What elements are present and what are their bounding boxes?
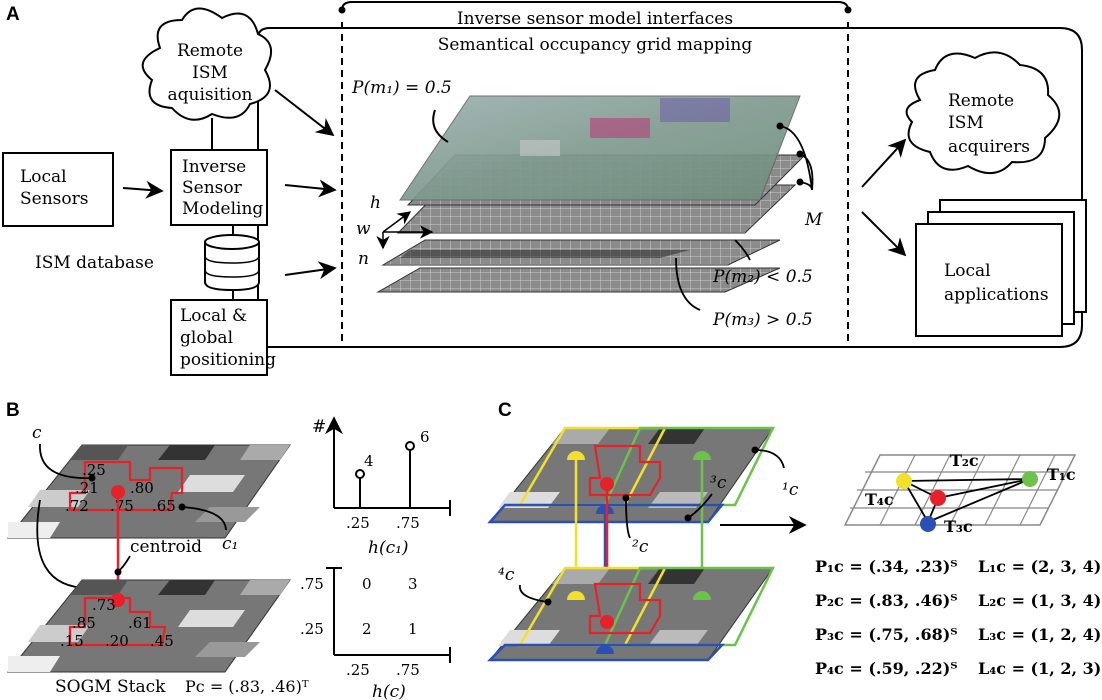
svg-text:.85: .85 [72,614,96,632]
svg-text:Local &: Local & [180,306,247,326]
grid-layers [376,95,807,293]
svg-text:Modeling: Modeling [182,199,263,219]
c1-label: c₁ [222,534,238,554]
c1-top-label: ¹c [782,480,799,500]
svg-text:M: M [804,210,823,230]
svg-text:.73: .73 [92,596,116,614]
database-icon [204,225,260,300]
svg-text:.75: .75 [396,661,420,679]
c4-label: ⁴c [498,565,515,585]
svg-text:.25: .25 [300,620,324,638]
svg-text:L₄c = (1, 2, 3): L₄c = (1, 2, 3) [978,659,1101,678]
label-list: L₁c = (2, 3, 4) L₂c = (1, 3, 4) L₃c = (1… [978,557,1101,678]
centroid-list: P₁c = (.34, .23)ᵀ P₂c = (.83, .46)ᵀ P₃c … [815,557,958,678]
centroid-label: centroid [130,537,202,557]
panel-b-label: B [6,400,20,421]
svg-text:.75: .75 [300,575,324,593]
svg-text:.25: .25 [346,514,370,532]
svg-text:L₂c = (1, 3, 4): L₂c = (1, 3, 4) [978,591,1101,610]
svg-text:acquirers: acquirers [948,137,1030,157]
svg-text:global: global [180,328,233,348]
svg-text:T₂c: T₂c [950,451,979,470]
svg-text:L₃c = (1, 2, 4): L₃c = (1, 2, 4) [978,625,1101,644]
m-braces: M [776,122,823,230]
panel-c-label: C [498,400,512,421]
svg-text:Sensor: Sensor [182,178,243,198]
remote-ism-aquisition-cloud: Remote ISM aquisition [141,7,273,121]
svg-text:0: 0 [362,575,372,593]
svg-text:#: # [312,417,326,437]
local-sensors-box: Local Sensors [2,152,114,227]
svg-text:Inverse: Inverse [182,157,246,177]
svg-text:applications: applications [944,285,1049,305]
local-applications-box: Local applications [915,199,1087,337]
p-m2-label: P(m₂) < 0.5 [712,267,813,287]
svg-text:P₄c = (.59, .22)ᵀ: P₄c = (.59, .22)ᵀ [815,659,958,678]
n-label: n [358,249,369,269]
pc-value: Pc = (.83, .46)ᵀ [185,677,309,696]
histogram: # 4 6 .25 .75 h(c₁) [312,416,451,558]
svg-text:T₄c: T₄c [865,490,894,509]
mapping-label: Semantical occupancy grid mapping [438,35,753,55]
svg-text:.61: .61 [128,614,152,632]
svg-text:.45: .45 [150,632,174,650]
svg-text:.20: .20 [105,632,129,650]
svg-text:T₁c: T₁c [1047,465,1076,484]
c3-label: ³c [710,473,727,493]
svg-text:.25: .25 [82,461,106,479]
svg-text:3: 3 [408,575,418,593]
svg-text:ISM: ISM [948,113,984,133]
svg-text:Local: Local [944,261,991,281]
remote-ism-acquirers-cloud: Remote ISM acquirers [905,51,1061,174]
svg-text:P₃c = (.75, .68)ᵀ: P₃c = (.75, .68)ᵀ [815,625,958,644]
interface-bracket [341,1,849,11]
interfaces-label: Inverse sensor model interfaces [457,9,733,29]
svg-text:1: 1 [408,620,418,638]
inverse-sensor-modeling-box: Inverse Sensor Modeling [170,149,268,226]
svg-text:positioning: positioning [180,350,276,370]
c-label: c [32,423,42,443]
svg-text:h(c₁): h(c₁) [368,538,409,558]
h-label: h [370,193,381,213]
positioning-box: Local & global positioning [170,299,276,376]
ism-database-label: ISM database [35,253,154,273]
svg-text:.25: .25 [346,661,370,679]
sogm-top-layer [6,444,291,539]
svg-text:.65: .65 [152,497,176,515]
svg-text:4: 4 [364,452,374,470]
panel-c-top-layer [487,426,776,524]
topology-graph: T₂c T₁c T₄c T₃c [843,451,1077,536]
svg-text:T₃c: T₃c [944,517,973,536]
svg-text:h(c): h(c) [372,682,406,700]
svg-text:P₂c = (.83, .46)ᵀ: P₂c = (.83, .46)ᵀ [815,591,958,610]
sogm-bottom-layer [6,579,291,673]
p-m1-label: P(m₁) = 0.5 [351,78,452,98]
panel-a-label: A [6,4,20,25]
svg-text:Remote: Remote [177,41,243,61]
sogm-stack-label: SOGM Stack [55,677,166,697]
svg-text:Remote: Remote [948,91,1014,111]
svg-text:.72: .72 [65,497,89,515]
svg-text:L₁c = (2, 3, 4): L₁c = (2, 3, 4) [978,557,1101,576]
histogram-2d: .75 .25 0 3 2 1 .25 .75 h(c) [300,567,451,700]
svg-text:.21: .21 [75,479,99,497]
svg-text:Local: Local [20,167,67,187]
svg-text:2: 2 [362,620,372,638]
p-m3-label: P(m₃) > 0.5 [712,310,813,330]
svg-text:ISM: ISM [192,63,228,83]
svg-text:P₁c = (.34, .23)ᵀ: P₁c = (.34, .23)ᵀ [815,557,958,576]
svg-text:.15: .15 [60,632,84,650]
w-label: w [356,219,371,239]
svg-text:.75: .75 [110,497,134,515]
svg-text:Sensors: Sensors [20,189,88,209]
panel-c-bottom-layer [486,566,776,662]
svg-text:aquisition: aquisition [167,85,252,105]
svg-text:.75: .75 [396,514,420,532]
c2-label: ²c [632,537,649,557]
svg-text:.80: .80 [130,479,154,497]
svg-text:6: 6 [420,428,430,446]
